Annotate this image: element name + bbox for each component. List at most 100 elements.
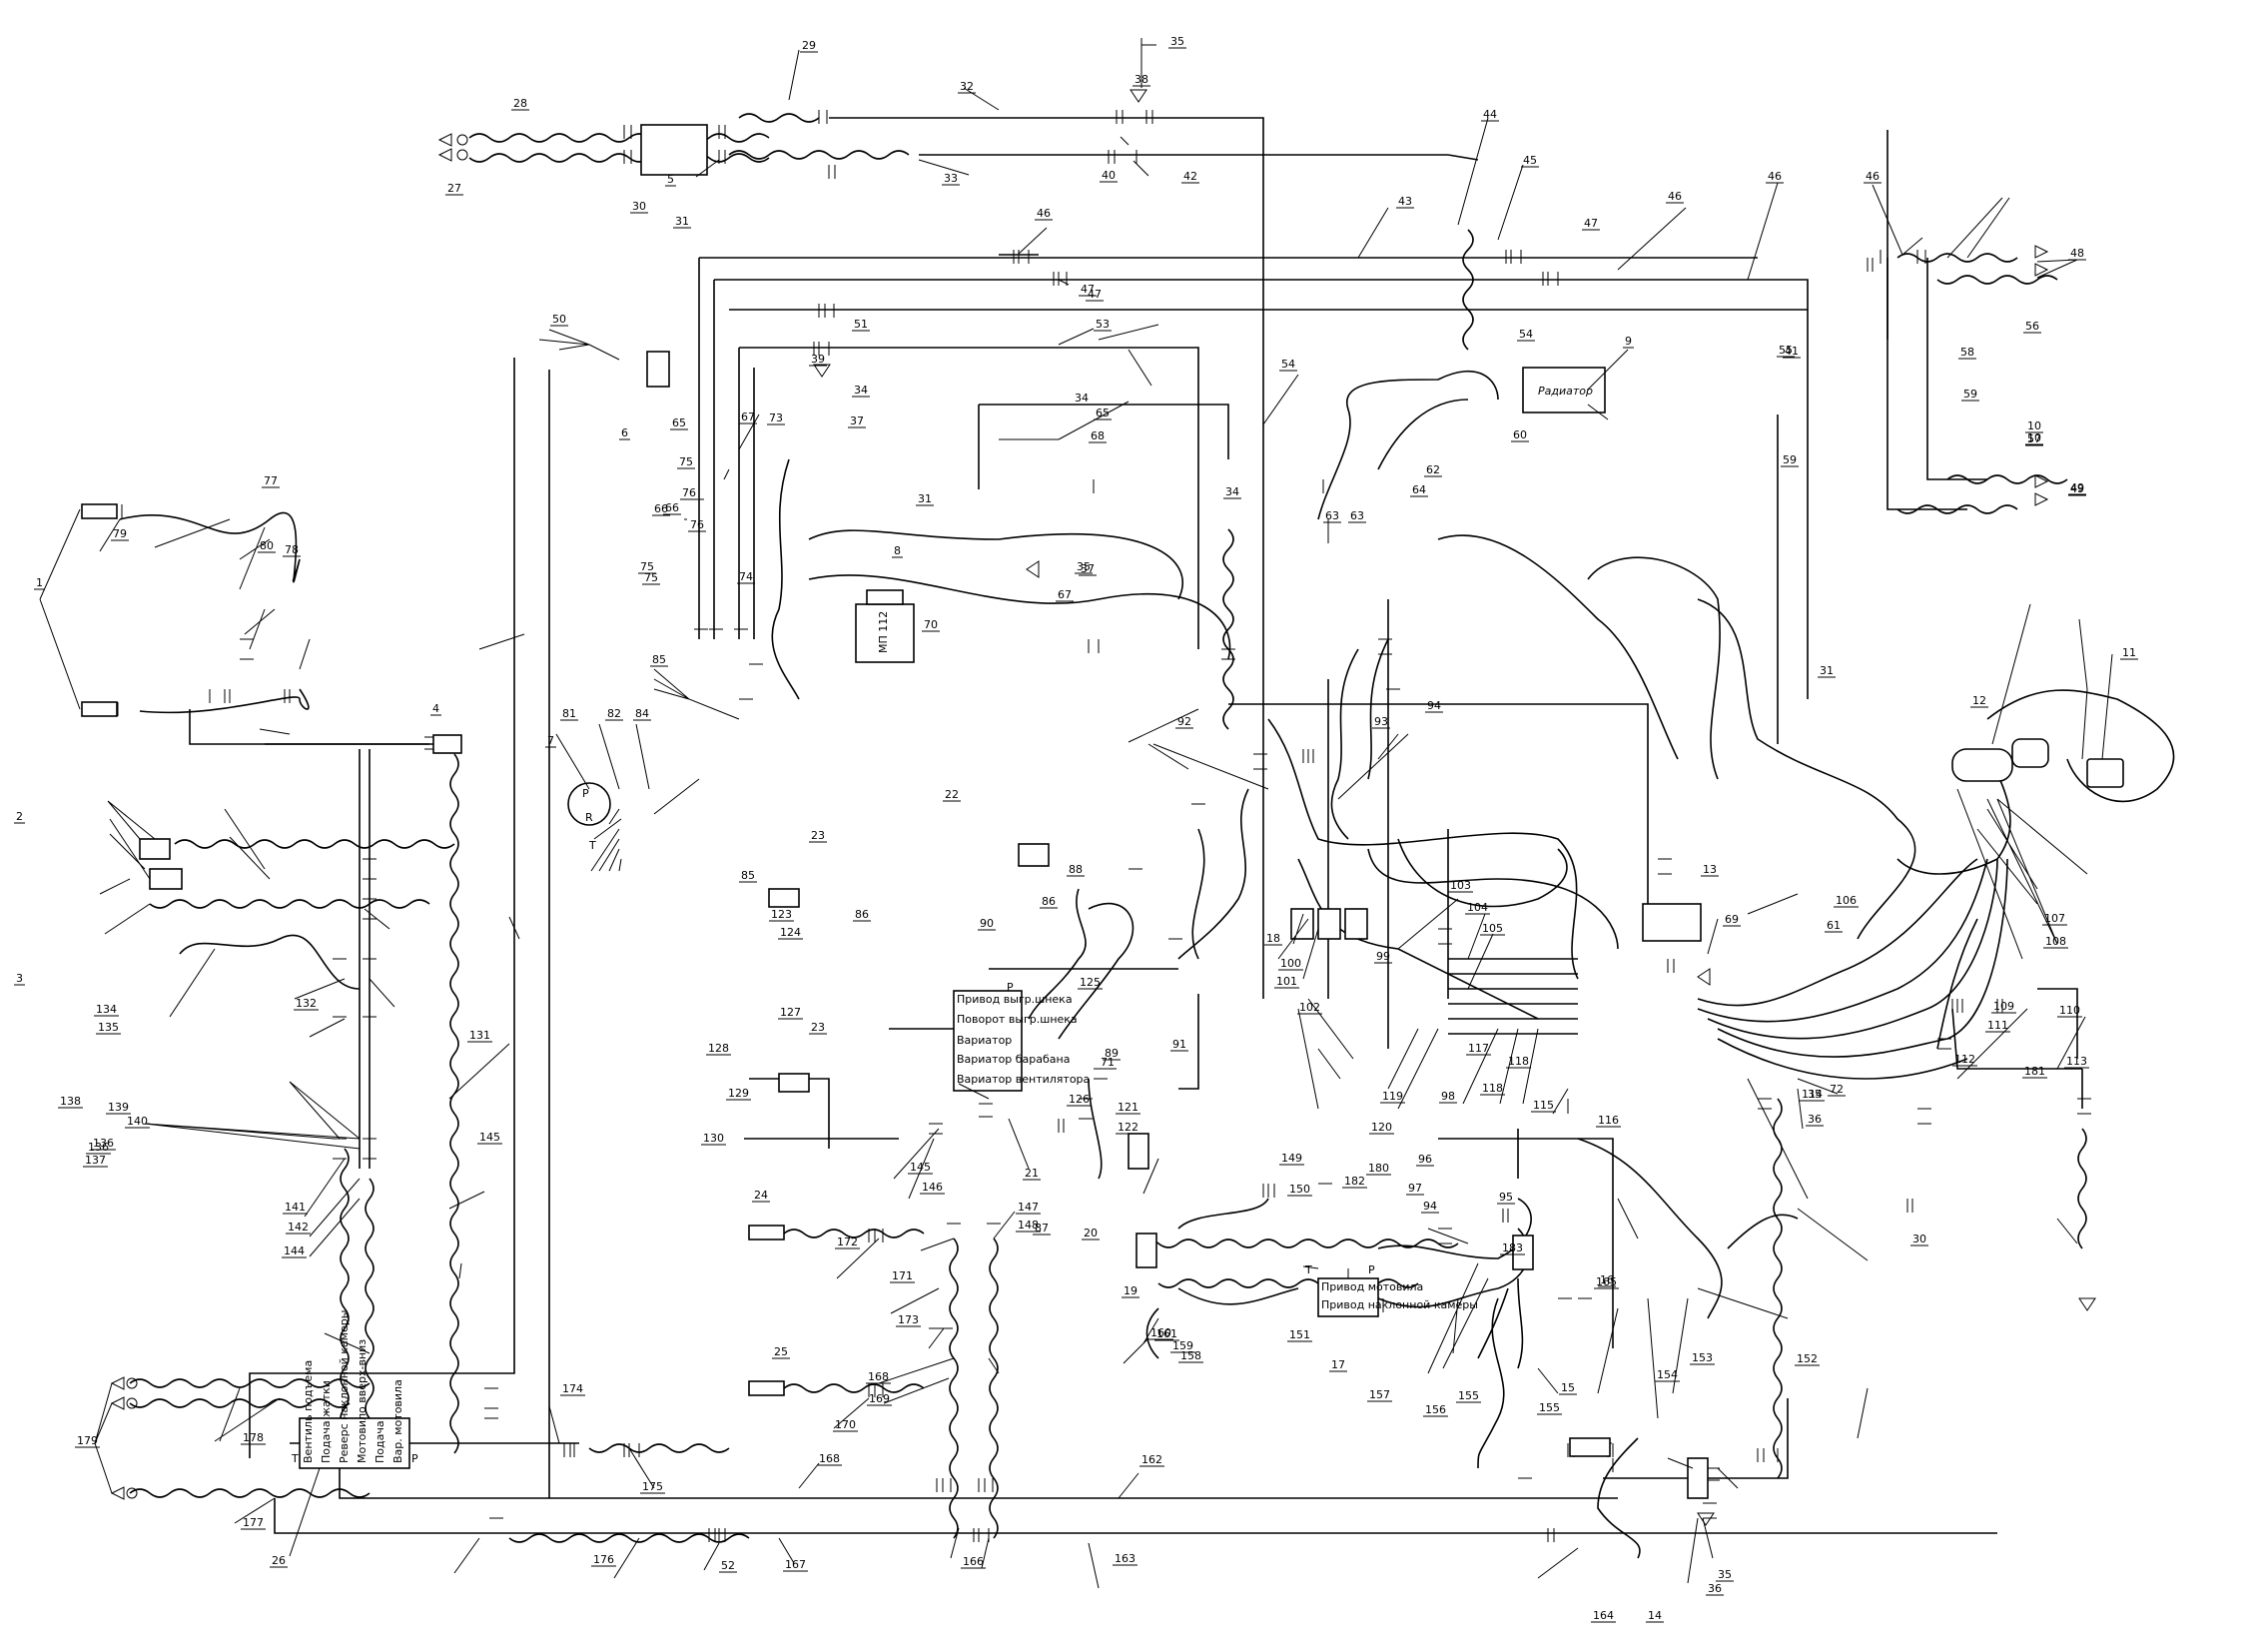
callout-173: 173: [898, 1313, 919, 1326]
cylinder-24: [748, 1225, 785, 1240]
callout-66: 66: [665, 501, 679, 514]
callout-75: 75: [679, 455, 693, 468]
callout-77: 77: [264, 474, 278, 487]
callout-4: 4: [432, 702, 439, 715]
callout-127: 127: [780, 1006, 801, 1019]
check-valve-icon: [1697, 968, 1711, 986]
radiator-label: Радиатор: [1538, 385, 1593, 398]
callout-149: 149: [1281, 1152, 1302, 1165]
unit-20: [1128, 1133, 1149, 1170]
callout-115: 115: [1533, 1099, 1554, 1112]
callout-116: 116: [1598, 1114, 1619, 1127]
control-port-p: P: [411, 1452, 418, 1465]
control-label-2: Подача жатки: [320, 1380, 333, 1463]
callout-72: 72: [1830, 1083, 1844, 1096]
callout-183: 183: [1502, 1241, 1523, 1254]
coupling-icon: [2034, 474, 2049, 506]
callout-136: 136: [88, 1141, 109, 1154]
callout-46: 46: [1668, 190, 1682, 203]
callout-59: 59: [1963, 388, 1977, 401]
steer-block-label-2: Привод наклонной камеры: [1321, 1298, 1478, 1311]
cylinder-77: [81, 503, 118, 519]
check-valve-icon: [1697, 1512, 1715, 1526]
callout-101: 101: [1276, 975, 1297, 988]
callout-144: 144: [284, 1244, 305, 1257]
callout-91: 91: [1172, 1038, 1186, 1051]
callout-148: 148: [1018, 1219, 1039, 1232]
callout-16: 16: [1600, 1273, 1614, 1286]
callout-44: 44: [1483, 108, 1497, 121]
callout-46: 46: [1037, 207, 1051, 220]
callout-159: 159: [1172, 1339, 1193, 1352]
callout-13: 13: [1703, 863, 1717, 876]
coupling-icon: [126, 1397, 138, 1409]
callout-35: 35: [1170, 35, 1184, 48]
callout-37: 37: [1081, 562, 1095, 575]
callout-81: 81: [562, 707, 576, 720]
control-label-4: Мотовило вверх-вниз: [356, 1339, 369, 1463]
callout-56: 56: [2025, 320, 2039, 333]
control-label-3: Реверс наклонной камеры: [338, 1310, 351, 1463]
callout-11: 11: [2122, 646, 2136, 659]
control-label-1: Вентиль подъема: [302, 1360, 315, 1463]
callout-54: 54: [1281, 358, 1295, 371]
callout-119: 119: [1382, 1090, 1403, 1103]
callout-7: 7: [547, 734, 554, 747]
components: Радиатор МП 112 P R T Привод выгр.шнека …: [81, 124, 2124, 1499]
check-valve-icon: [2078, 1297, 2096, 1311]
radiator-box: [1522, 367, 1606, 413]
callout-75: 75: [640, 560, 654, 573]
callout-98: 98: [1441, 1090, 1455, 1103]
hydro-block-label-3: Вариатор: [957, 1034, 1012, 1047]
callout-8: 8: [894, 544, 901, 557]
callout-22: 22: [945, 788, 959, 801]
check-valve-icon: [813, 364, 831, 378]
callout-97: 97: [1408, 1182, 1422, 1195]
callout-86: 86: [1042, 895, 1056, 908]
connector-6: [646, 351, 670, 388]
callout-176: 176: [593, 1553, 614, 1566]
control-block-26: [299, 1417, 410, 1469]
tank-12-cap: [2011, 738, 2049, 768]
callout-152: 152: [1797, 1352, 1818, 1365]
callout-37: 37: [850, 414, 864, 427]
coupling-icon: [456, 149, 468, 161]
callout-168: 168: [819, 1452, 840, 1465]
cylinder-15: [1569, 1437, 1611, 1457]
callout-2: 2: [16, 810, 23, 823]
callout-31: 31: [1820, 664, 1834, 677]
callout-63: 63: [1350, 509, 1364, 522]
callout-139: 139: [108, 1101, 129, 1114]
callout-134: 134: [96, 1003, 117, 1016]
callout-49: 49: [2070, 481, 2084, 494]
callout-75: 75: [644, 571, 658, 584]
pump-port-t: T: [588, 839, 596, 852]
callout-71: 71: [1101, 1056, 1115, 1069]
callout-33: 33: [944, 172, 958, 185]
unit-8: [149, 868, 183, 890]
hydro-block-label-4: Вариатор барабана: [957, 1053, 1070, 1066]
callout-23: 23: [811, 829, 825, 842]
callout-126: 126: [1069, 1093, 1090, 1106]
unit-16: [1512, 1235, 1534, 1270]
callout-63: 63: [1325, 509, 1339, 522]
control-port-t: T: [291, 1452, 299, 1465]
hose-lines: [119, 113, 2175, 1559]
callout-80: 80: [260, 539, 274, 552]
callout-labels: 1234567891010111213141516171819202122232…: [14, 35, 2138, 1623]
callout-118: 118: [1508, 1055, 1529, 1068]
callout-96: 96: [1418, 1153, 1432, 1166]
callout-76: 76: [682, 486, 696, 499]
callout-12: 12: [1972, 694, 1986, 707]
callout-64: 64: [1412, 483, 1426, 496]
coupling-icon: [126, 1487, 138, 1499]
callout-49: 49: [2070, 482, 2084, 495]
valve-mp112-label: МП 112: [877, 611, 890, 653]
callout-26: 26: [272, 1554, 286, 1567]
callout-76: 76: [690, 518, 704, 531]
valve-23b: [778, 1073, 810, 1093]
callout-78: 78: [285, 543, 299, 556]
callout-55: 55: [1779, 344, 1793, 357]
steer-block-port-t: T: [1304, 1263, 1312, 1276]
callout-169: 169: [869, 1392, 890, 1405]
